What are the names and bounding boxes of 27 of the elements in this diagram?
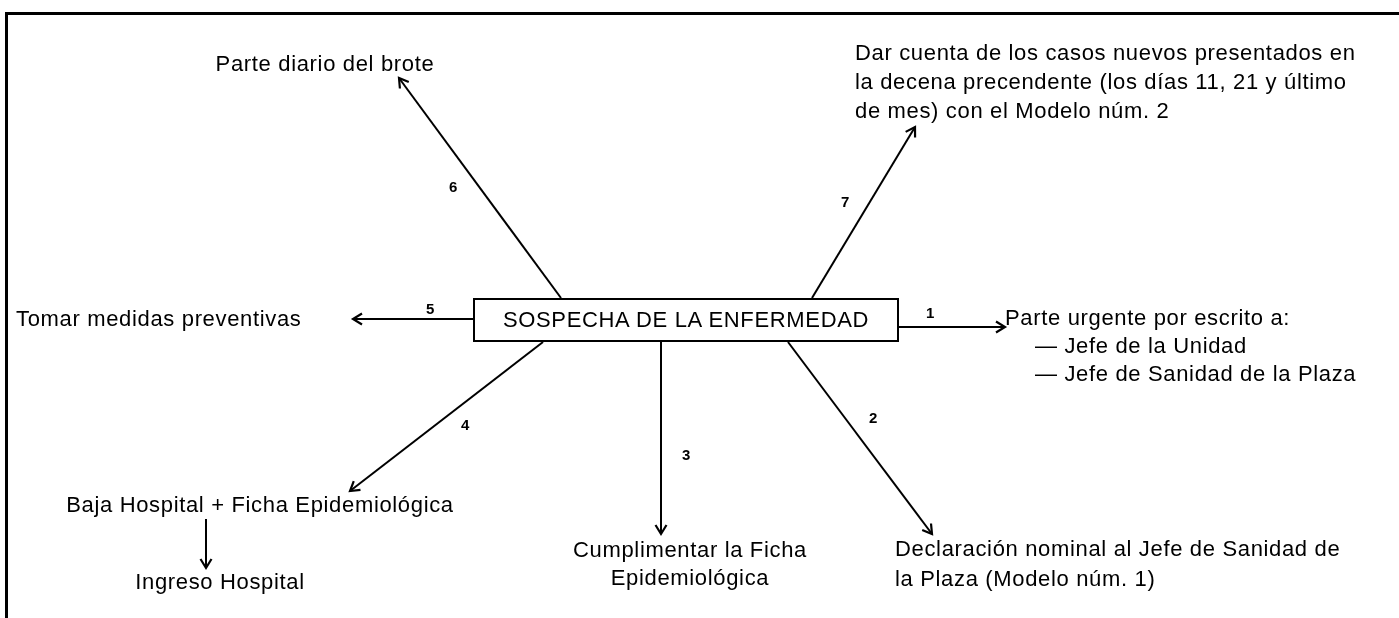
edge-label: 1: [925, 305, 936, 320]
node-label: Cumplimentar la Ficha Epidemiológica: [572, 536, 808, 592]
node-label: Ingreso Hospital: [135, 568, 305, 596]
process-box: [473, 298, 899, 342]
node-label: Declaración nominal al Jefe de Sanidad de la Plaza (Modelo núm. 1): [895, 535, 1342, 593]
node-label: Dar cuenta de los casos nuevos presentados en la decena precendente (los días 11, 21 y último de mes) con el Modelo núm. 2: [855, 39, 1357, 125]
arrow: [811, 125, 917, 299]
arrow: [348, 341, 544, 493]
edge-label: 3: [681, 447, 692, 462]
edge-label: 4: [460, 417, 471, 432]
node-label: Parte diario del brote: [215, 50, 435, 78]
arrow: [787, 341, 934, 536]
edge-label: 2: [868, 410, 879, 425]
node-label: Tomar medidas preventivas: [16, 305, 302, 333]
node-label: SOSPECHA DE LA ENFERMEDAD: [502, 306, 870, 334]
list-item: — Jefe de la Unidad: [1034, 332, 1247, 360]
node-label: Baja Hospital + Ficha Epidemiológica: [66, 491, 454, 519]
edge-label: 7: [840, 194, 851, 209]
arrow: [199, 518, 213, 570]
arrow: [351, 312, 474, 326]
arrow: [654, 341, 668, 536]
list-item: — Jefe de Sanidad de la Plaza: [1034, 360, 1357, 388]
arrow: [898, 320, 1007, 334]
edge-label: 6: [448, 179, 459, 194]
node-label: Parte urgente por escrito a:: [1005, 304, 1291, 332]
arrow: [397, 76, 562, 299]
edge-label: 5: [425, 301, 436, 316]
